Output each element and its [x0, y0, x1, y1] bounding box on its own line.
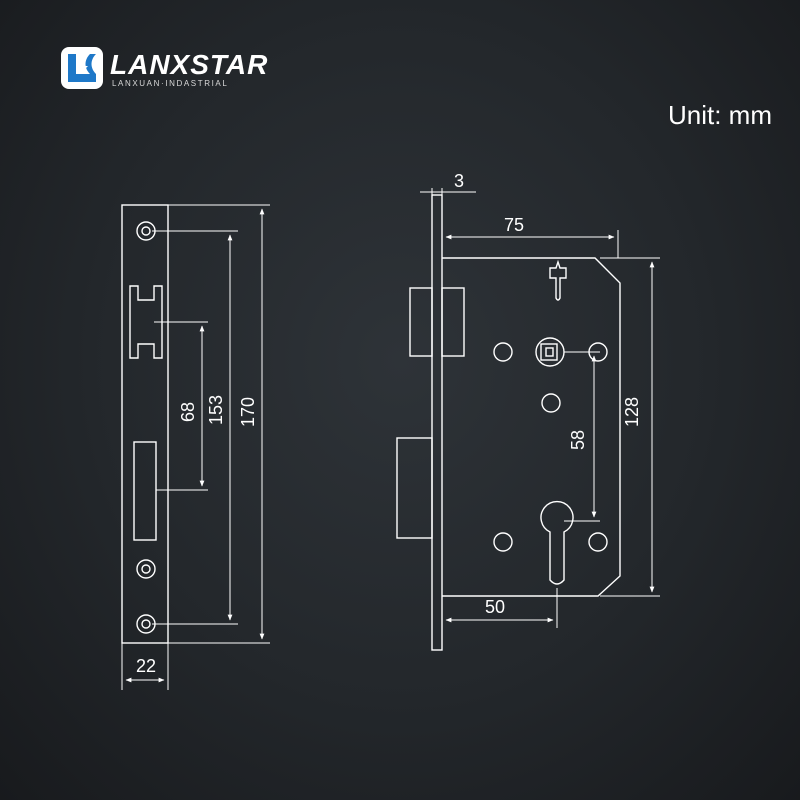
dim-label-50: 50: [485, 597, 505, 617]
side-faceplate: [431, 194, 443, 651]
latch-bolt: [409, 287, 465, 357]
top-spring-notch: [549, 259, 567, 301]
dim-label-75: 75: [504, 215, 524, 235]
dim-label-153: 153: [206, 395, 226, 425]
handle-spindle-hole: [535, 337, 565, 367]
case-hole-left: [493, 342, 513, 362]
brand-logo: LANXSTAR LANXUAN·INDASTRIAL: [60, 46, 270, 96]
dim-label-68: 68: [178, 402, 198, 422]
brand-tagline: LANXUAN·INDASTRIAL: [112, 79, 229, 88]
dim-label-3: 3: [454, 171, 464, 191]
dim-label-58: 58: [568, 430, 588, 450]
deadbolt-slot: [133, 441, 157, 541]
case-hole-middle: [541, 393, 561, 413]
dim-label-128: 128: [622, 397, 642, 427]
front-view: [121, 204, 169, 644]
lock-case-outline: [442, 257, 621, 597]
middle-screw-hole: [136, 559, 156, 579]
side-view: [396, 194, 621, 651]
unit-label: Unit: mm: [668, 100, 772, 130]
lock-cylinder-hole: [540, 500, 574, 585]
case-hole-lower-right: [588, 532, 608, 552]
lanxstar-logo-icon: [61, 47, 103, 89]
latch-opening: [129, 285, 163, 359]
faceplate-outline: [121, 204, 169, 644]
case-hole-lower-left: [493, 532, 513, 552]
dim-label-170: 170: [238, 397, 258, 427]
deadbolt: [396, 437, 433, 539]
brand-name: LANXSTAR: [110, 49, 269, 80]
dim-label-22: 22: [136, 656, 156, 676]
